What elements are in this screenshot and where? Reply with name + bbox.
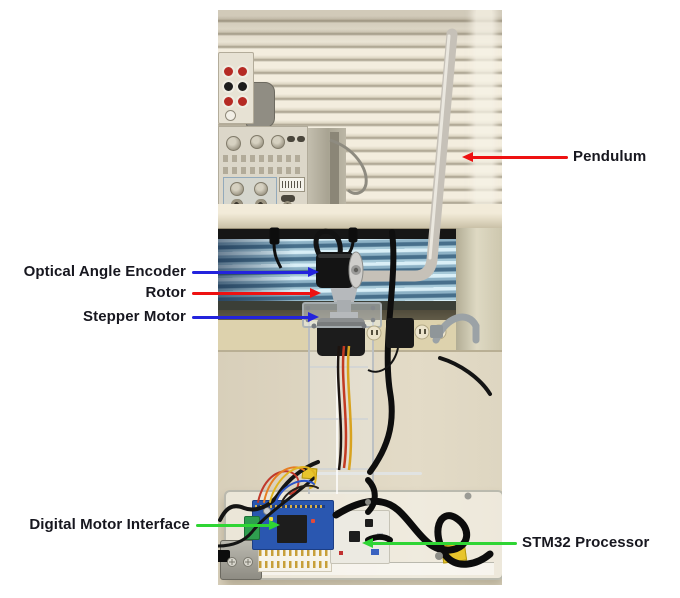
arrowhead-left: [362, 538, 373, 548]
label-stm32-processor: STM32 Processor: [522, 534, 650, 551]
scope-knob: [271, 135, 285, 149]
scope-button-row: [223, 167, 303, 174]
arrowhead-right: [310, 288, 321, 298]
motor-wires: [336, 345, 353, 471]
label-pendulum: Pendulum: [573, 148, 647, 165]
red-component: [339, 551, 343, 555]
oscilloscope-side: [306, 128, 346, 212]
arrow-shaft: [192, 291, 311, 295]
arrow-pendulum: [462, 152, 568, 162]
lab-photo: [218, 10, 502, 585]
gray-cable: [430, 313, 480, 344]
green-terminal-block: [244, 516, 260, 540]
arrow-shaft: [372, 541, 517, 545]
scope-knob: [254, 182, 268, 196]
label-digital-motor-interface: Digital Motor Interface: [29, 516, 190, 533]
scope-button-dark: [287, 136, 295, 142]
arrow-shaft: [196, 523, 270, 527]
ac-adapter: [367, 318, 414, 373]
arrow-shaft: [192, 315, 309, 319]
photo-overlay-svg: [218, 28, 494, 568]
yellow-led: [269, 517, 273, 521]
red-led: [311, 519, 315, 523]
scope-knob: [250, 135, 264, 149]
arrow-digital-motor-interface: [196, 520, 280, 530]
jumper-wires: [257, 466, 319, 503]
psu-dial: [225, 110, 236, 121]
oscilloscope: [218, 126, 308, 215]
scope-knob: [226, 136, 241, 151]
scope-button-row: [223, 155, 303, 162]
arrowhead-right: [269, 520, 280, 530]
acrylic-mid-edge: [288, 472, 422, 475]
stepper-motor: [317, 318, 365, 356]
arrowhead-left: [462, 152, 473, 162]
pendulum-rod: [355, 28, 458, 282]
tower-rung: [310, 418, 368, 420]
pin-row: [255, 505, 325, 508]
optical-angle-encoder: [316, 251, 364, 289]
main-black-cable: [367, 229, 397, 475]
banana-jack-black: [222, 80, 235, 93]
arrowhead-right: [308, 267, 319, 277]
arrow-stepper-motor: [192, 312, 319, 322]
scope-button-dark: [281, 195, 295, 202]
wall-corner-pillar: [456, 228, 502, 368]
encoder-cable-loop: [313, 228, 343, 263]
power-supply-unit: [218, 52, 254, 124]
arrow-shaft: [192, 270, 309, 274]
banana-jack-black: [236, 95, 249, 108]
ic-chip: [349, 531, 360, 542]
tower-highlight: [336, 322, 338, 494]
banana-jack-black: [236, 80, 249, 93]
bolts-and-screws: [227, 305, 472, 567]
ic-chip: [365, 519, 373, 527]
bracket-plug: [218, 550, 230, 562]
arrowhead-right: [308, 312, 319, 322]
scope-button-dark: [297, 136, 305, 142]
arrow-stm32-processor: [362, 538, 517, 548]
label-stepper-motor: Stepper Motor: [83, 308, 186, 325]
arrow-rotor: [192, 288, 321, 298]
usb-port-module: [277, 515, 307, 543]
banana-jack-red: [222, 65, 235, 78]
label-rotor: Rotor: [145, 284, 186, 301]
encoder-mount: [330, 286, 358, 318]
arrow-optical-angle-encoder: [192, 267, 319, 277]
under-shelf-gap: [218, 229, 502, 240]
scope-barcode-label: [279, 177, 305, 192]
banana-jack-red: [236, 65, 249, 78]
banana-jack-red: [222, 95, 235, 108]
probe-cable: [329, 138, 368, 195]
capacitor: [263, 507, 271, 515]
arrow-shaft: [472, 155, 568, 159]
oscilloscope-handle-bar: [330, 132, 339, 208]
usb-cables: [332, 477, 494, 568]
scope-knob: [230, 182, 244, 196]
label-optical-angle-encoder: Optical Angle Encoder: [23, 263, 186, 280]
blue-component: [371, 549, 379, 555]
